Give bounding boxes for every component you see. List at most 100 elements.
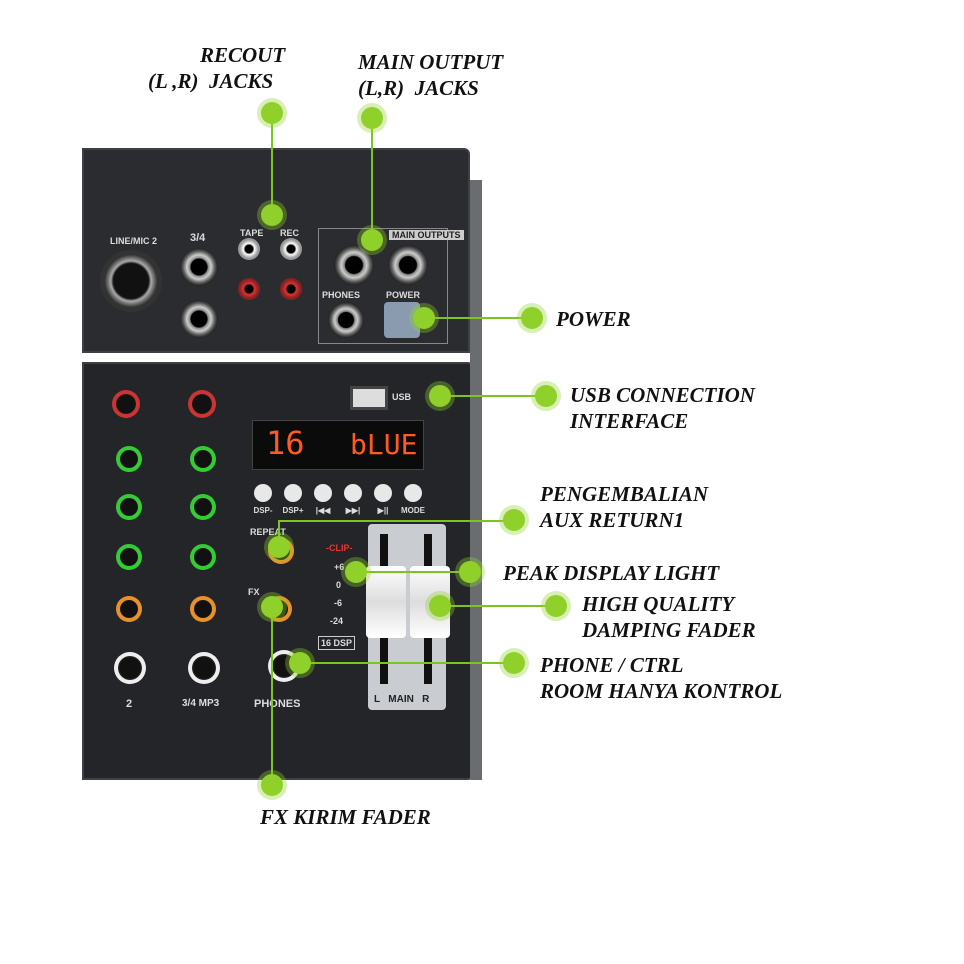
recout-dot-top: [261, 102, 283, 124]
tape-label: TAPE: [240, 228, 264, 238]
ch34-label: 3/4: [190, 232, 206, 244]
rec-label: REC: [280, 228, 300, 238]
fx-knob-2[interactable]: [116, 596, 142, 622]
power-callout: POWER: [556, 307, 631, 331]
power-dot: [413, 307, 435, 329]
fx-label: FX: [248, 587, 260, 597]
fader-callout-1: HIGH QUALITY: [582, 592, 735, 616]
aux-dot-end: [503, 509, 525, 531]
rca-rec-l: [280, 238, 302, 260]
peak-callout: PEAK DISPLAY LIGHT: [503, 561, 720, 585]
main-fader-label: L MAIN R: [374, 694, 430, 705]
usb-label: USB: [392, 392, 412, 402]
fader-callout-2: DAMPING FADER: [582, 618, 756, 642]
fader-cap-l[interactable]: [366, 566, 406, 638]
aux-dot: [268, 536, 290, 558]
main-out-l: [334, 245, 374, 285]
eq-mid-2[interactable]: [116, 494, 142, 520]
dsp-plus-label: DSP+: [282, 506, 304, 515]
fx-knob-34[interactable]: [190, 596, 216, 622]
usb-dot: [429, 385, 451, 407]
next-label: ▶▶|: [345, 506, 361, 515]
main-outputs-box: [318, 228, 448, 344]
trim-knob-2[interactable]: [112, 390, 140, 418]
rca-rec-r: [280, 278, 302, 300]
phones-label: PHONES: [322, 290, 361, 300]
phone-callout-2: ROOM HANYA KONTROL: [540, 679, 783, 703]
line-mic-label: LINE/MIC 2: [110, 236, 158, 246]
usb-line: [440, 395, 546, 397]
eq-high-2[interactable]: [116, 446, 142, 472]
phones-jack: [328, 302, 364, 338]
aux-line: [278, 520, 514, 522]
level-minus24: -24: [330, 616, 344, 626]
play-pause-label: ▶||: [377, 506, 389, 515]
fx-line: [271, 607, 273, 785]
fx-callout: FX KIRIM FADER: [260, 805, 431, 829]
usb-callout-1: USB CONNECTION: [570, 383, 755, 407]
fader-dot: [429, 595, 451, 617]
level-knob-2[interactable]: [114, 652, 146, 684]
display-channel: 16: [266, 424, 305, 462]
fader-dot-end: [545, 595, 567, 617]
power-dot-end: [521, 307, 543, 329]
fx-dot: [261, 596, 283, 618]
mixer-side: [470, 180, 482, 780]
phone-line: [300, 662, 514, 664]
main-output-label-1: MAIN OUTPUT: [358, 50, 504, 74]
level-minus6: -6: [334, 598, 343, 608]
recout-label-2: (L ,R) JACKS: [148, 69, 274, 93]
main-outputs-label: MAIN OUTPUTS: [389, 230, 464, 240]
usb-port[interactable]: [350, 386, 388, 410]
ch2-label: 2: [126, 698, 133, 710]
jack-3-4: [180, 248, 218, 286]
repeat-label: REPEAT: [250, 527, 286, 537]
eq-low-2[interactable]: [116, 544, 142, 570]
dsp-badge: 16 DSP: [318, 636, 356, 650]
usb-dot-end: [535, 385, 557, 407]
main-output-line: [371, 118, 373, 240]
recout-dot: [261, 204, 283, 226]
mode-button[interactable]: [404, 484, 422, 502]
fx-dot-end: [261, 774, 283, 796]
phone-dot-end: [503, 652, 525, 674]
clip-label: -CLIP-: [326, 543, 353, 553]
aux-line-vertical: [278, 520, 280, 547]
fader-line: [440, 605, 556, 607]
led-display: [252, 420, 424, 470]
play-pause-button[interactable]: [374, 484, 392, 502]
mode-label: MODE: [401, 506, 425, 515]
recout-label-1: RECOUT: [200, 43, 286, 67]
combo-jack: [100, 250, 162, 312]
main-output-dot-top: [361, 107, 383, 129]
previous-button[interactable]: [314, 484, 332, 502]
eq-low-34[interactable]: [190, 544, 216, 570]
level-plus6: +6: [334, 562, 345, 572]
level-knob-34[interactable]: [188, 652, 220, 684]
level-0: 0: [336, 580, 342, 590]
main-output-dot: [361, 229, 383, 251]
rca-tape-r: [238, 278, 260, 300]
recout-line: [271, 113, 273, 215]
phone-dot: [289, 652, 311, 674]
trim-knob-34[interactable]: [188, 390, 216, 418]
next-button[interactable]: [344, 484, 362, 502]
dsp-minus-button[interactable]: [254, 484, 272, 502]
peak-dot-end: [459, 561, 481, 583]
power-label: POWER: [386, 290, 421, 300]
main-output-label-2: (L,R) JACKS: [358, 76, 479, 100]
eq-high-34[interactable]: [190, 446, 216, 472]
aux-callout-1: PENGEMBALIAN: [540, 482, 709, 506]
peak-dot: [345, 561, 367, 583]
display-mode: bLUE: [350, 428, 418, 461]
power-line: [424, 317, 532, 319]
rca-tape-l: [238, 238, 260, 260]
dsp-plus-button[interactable]: [284, 484, 302, 502]
previous-label: |◀◀: [315, 506, 331, 515]
main-out-r: [388, 245, 428, 285]
eq-mid-34[interactable]: [190, 494, 216, 520]
phone-callout-1: PHONE / CTRL: [540, 653, 684, 677]
peak-line: [356, 571, 470, 573]
ch34mp3-label: 3/4 MP3: [182, 698, 220, 709]
jack-4r: [180, 300, 218, 338]
